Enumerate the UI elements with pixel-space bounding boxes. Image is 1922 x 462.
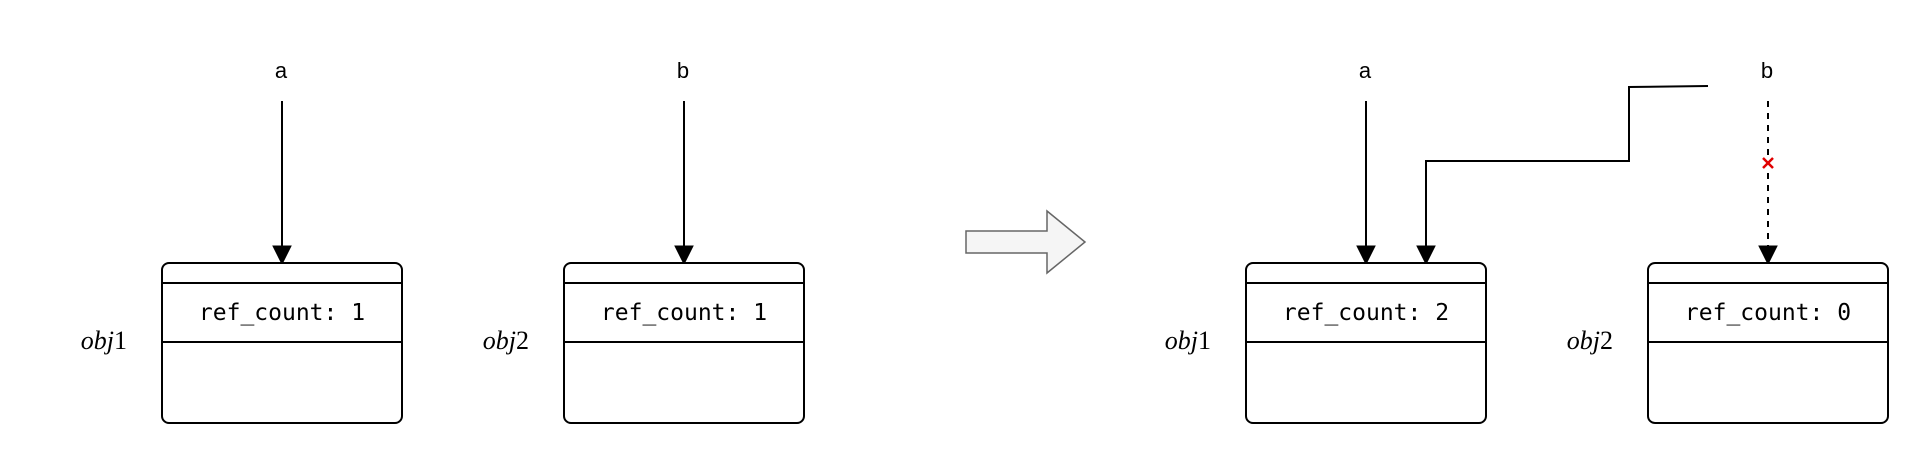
variable-b-label: b: [1761, 58, 1773, 83]
object-name-obj1: obj1: [81, 326, 127, 355]
ref-count-field: ref_count: 2: [1283, 300, 1449, 326]
object-name-number: 2: [1600, 326, 1613, 355]
ref-count-field: ref_count: 0: [1685, 300, 1851, 326]
object-name-number: 2: [516, 326, 529, 355]
object-name-obj1: obj1: [1165, 326, 1211, 355]
object-box-obj2: ref_count: 1: [563, 262, 805, 424]
variable-a-label: a: [1359, 58, 1372, 83]
object-name-number: 1: [1198, 326, 1211, 355]
object-name-number: 1: [114, 326, 127, 355]
variable-a-label: a: [275, 58, 288, 83]
object-name-obj2: obj2: [1567, 326, 1613, 355]
cross-icon: [1759, 155, 1777, 173]
cross-stroke: [1762, 157, 1774, 169]
arrowhead: [1356, 245, 1376, 266]
object-name-italic: obj: [81, 326, 114, 355]
arrowhead: [1416, 245, 1436, 266]
arrowhead: [1758, 245, 1778, 266]
object-name-italic: obj: [483, 326, 516, 355]
before-state: a b ref_count: 1 obj1 ref_count: 1 obj2: [81, 58, 805, 424]
object-name-italic: obj: [1165, 326, 1198, 355]
arrowhead: [674, 245, 694, 266]
reference-b-obj1-arrow: [1425, 85, 1709, 248]
object-name-italic: obj: [1567, 326, 1600, 355]
after-state: a b ref_count: 2 obj1 ref_count: 0: [1165, 58, 1889, 424]
object-name-obj2: obj2: [483, 326, 529, 355]
object-box-obj2: ref_count: 0: [1647, 262, 1889, 424]
variable-b-label: b: [677, 58, 689, 83]
ref-count-field: ref_count: 1: [601, 300, 767, 326]
object-box-obj1: ref_count: 2: [1245, 262, 1487, 424]
ref-count-field: ref_count: 1: [199, 300, 365, 326]
right-arrow-icon: [965, 209, 1087, 275]
object-box-obj1: ref_count: 1: [161, 262, 403, 424]
arrowhead: [272, 245, 292, 266]
